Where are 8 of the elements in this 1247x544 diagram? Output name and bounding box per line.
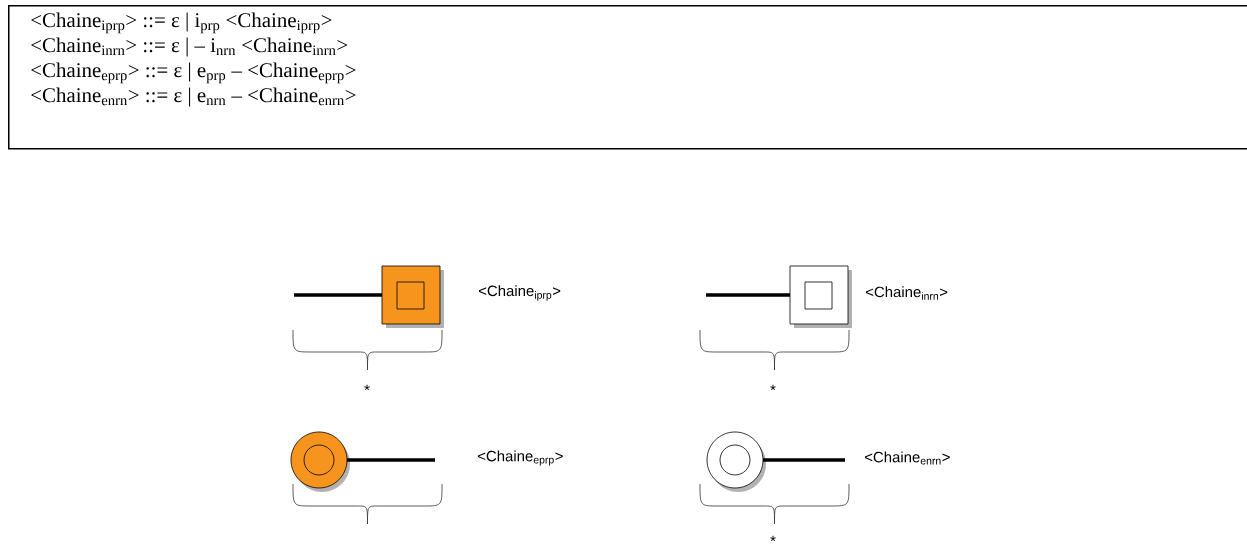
port-label: <Chaine$_{iprp}$>	[478, 285, 561, 301]
grammar-box: <Chaine$_{iprp}$> ::= ε | i$_{prp}$ <Chaine$_{iprp}$> <Chaine$_{inrn}$> ::= ε | – i$_{nrn}$ <Chaine$_{inrn}$> <Chaine$_{eprp}$> ::= ε | e$_{prp}$ – <Chaine$_{eprp}$> <Chaine$_{enrn}$> ::= ε | e$_{nrn}$ – <Chaine$_{enrn}$>	[8, 5, 1247, 150]
asterisk: *	[770, 535, 776, 542]
asterisk: *	[770, 384, 776, 391]
port-label: <Chaine$_{enrn}$>	[864, 451, 950, 465]
asterisk: *	[364, 384, 370, 391]
port-label: <Chaine$_{inrn}$>	[865, 286, 948, 300]
port-label: <Chaine$_{eprp}$>	[477, 450, 563, 466]
